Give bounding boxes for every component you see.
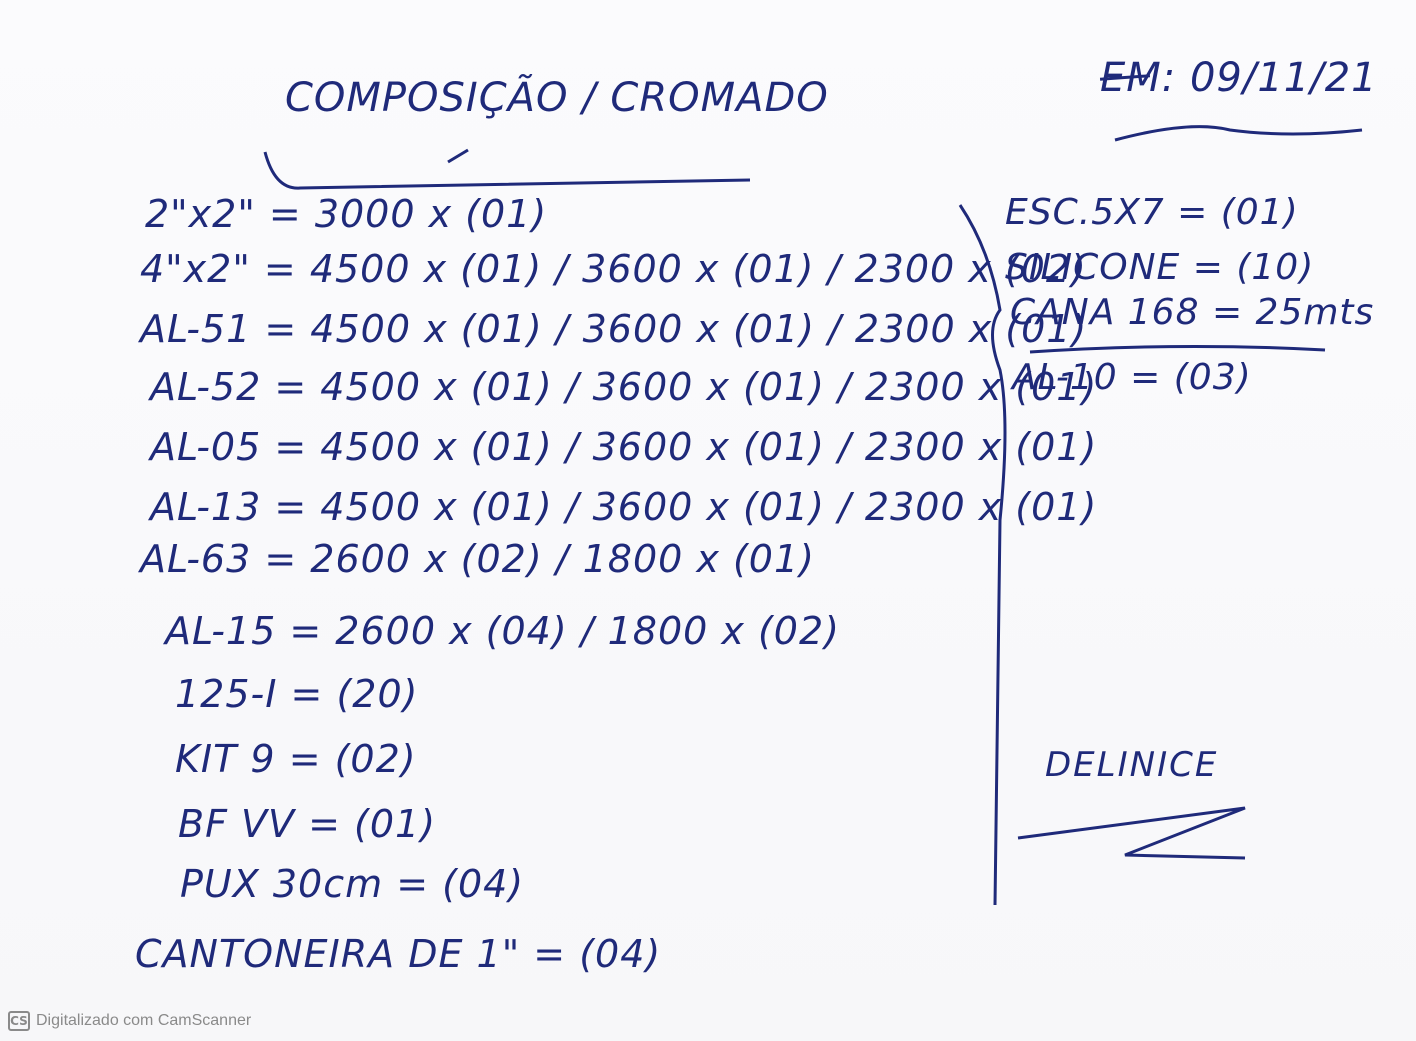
item-label: AL-15 <box>165 609 277 653</box>
document-date: EM: 09/11/21 <box>1100 55 1378 101</box>
list-item: AL-51 = 4500 x (01) / 3600 x (01) / 2300… <box>140 310 1087 348</box>
item-label: 125-I <box>175 672 278 716</box>
item-label: KIT 9 <box>175 737 276 781</box>
item-label: AL-10 <box>1012 357 1118 398</box>
item-value: = 3000 x (01) <box>268 192 548 236</box>
list-item: 2"x2" = 3000 x (01) <box>145 195 547 233</box>
signature-name: DELINICE <box>1045 745 1219 785</box>
item-value: = (01) <box>1177 192 1299 233</box>
item-value: = (04) <box>533 932 662 976</box>
item-label: CANA 168 <box>1010 292 1200 333</box>
item-label: 4"x2" <box>140 247 251 291</box>
list-item: KIT 9 = (02) <box>175 740 417 778</box>
item-value: = (10) <box>1192 247 1315 288</box>
list-item: BF VV = (01) <box>178 805 436 843</box>
item-label: AL-13 <box>150 485 262 529</box>
right-list-item: AL-10 = (03) <box>1012 360 1252 396</box>
list-item: AL-13 = 4500 x (01) / 3600 x (01) / 2300… <box>150 488 1097 526</box>
item-label: AL-51 <box>140 307 252 351</box>
item-label: SILICONE <box>1005 247 1181 288</box>
right-list-item: CANA 168 = 25mts <box>1010 295 1374 331</box>
list-item: PUX 30cm = (04) <box>180 865 524 903</box>
item-value: = (01) <box>308 802 437 846</box>
item-value: = (02) <box>288 737 417 781</box>
list-item: AL-63 = 2600 x (02) / 1800 x (01) <box>140 540 815 578</box>
list-item: AL-52 = 4500 x (01) / 3600 x (01) / 2300… <box>150 368 1097 406</box>
item-value: = (03) <box>1130 357 1252 398</box>
list-item: 125-I = (20) <box>175 675 418 713</box>
camscanner-watermark: CS Digitalizado com CamScanner <box>8 1009 251 1033</box>
item-label: CANTONEIRA DE 1" <box>135 932 521 976</box>
right-list-item: SILICONE = (10) <box>1005 250 1314 286</box>
item-value: = (04) <box>396 862 525 906</box>
item-label: AL-52 <box>150 365 262 409</box>
item-value: = 4500 x (01) / 3600 x (01) / 2300 x (02… <box>263 247 1087 291</box>
list-item: AL-05 = 4500 x (01) / 3600 x (01) / 2300… <box>150 428 1097 466</box>
item-value: = 4500 x (01) / 3600 x (01) / 2300 x (01… <box>274 425 1098 469</box>
item-value: = 4500 x (01) / 3600 x (01) / 2300 x (01… <box>264 307 1088 351</box>
item-label: PUX 30cm <box>180 862 384 906</box>
right-list-item: ESC.5X7 = (01) <box>1005 195 1299 231</box>
item-value: = 4500 x (01) / 3600 x (01) / 2300 x (01… <box>274 365 1098 409</box>
item-value: = 25mts <box>1211 292 1375 333</box>
item-value: = 2600 x (04) / 1800 x (02) <box>289 609 840 653</box>
item-label: AL-05 <box>150 425 262 469</box>
item-value: = 4500 x (01) / 3600 x (01) / 2300 x (01… <box>274 485 1098 529</box>
camscanner-logo-icon: CS <box>8 1011 30 1031</box>
item-label: AL-63 <box>140 537 252 581</box>
watermark-text: Digitalizado com CamScanner <box>36 1012 252 1029</box>
item-label: BF VV <box>178 802 295 846</box>
item-label: ESC.5X7 <box>1005 192 1165 233</box>
item-label: 2"x2" <box>145 192 256 236</box>
item-value: = (20) <box>290 672 419 716</box>
list-item: 4"x2" = 4500 x (01) / 3600 x (01) / 2300… <box>140 250 1087 288</box>
list-item: CANTONEIRA DE 1" = (04) <box>135 935 661 973</box>
document-title: COMPOSIÇÃO / CROMADO <box>285 75 829 121</box>
item-value: = 2600 x (02) / 1800 x (01) <box>264 537 815 581</box>
list-item: AL-15 = 2600 x (04) / 1800 x (02) <box>165 612 840 650</box>
